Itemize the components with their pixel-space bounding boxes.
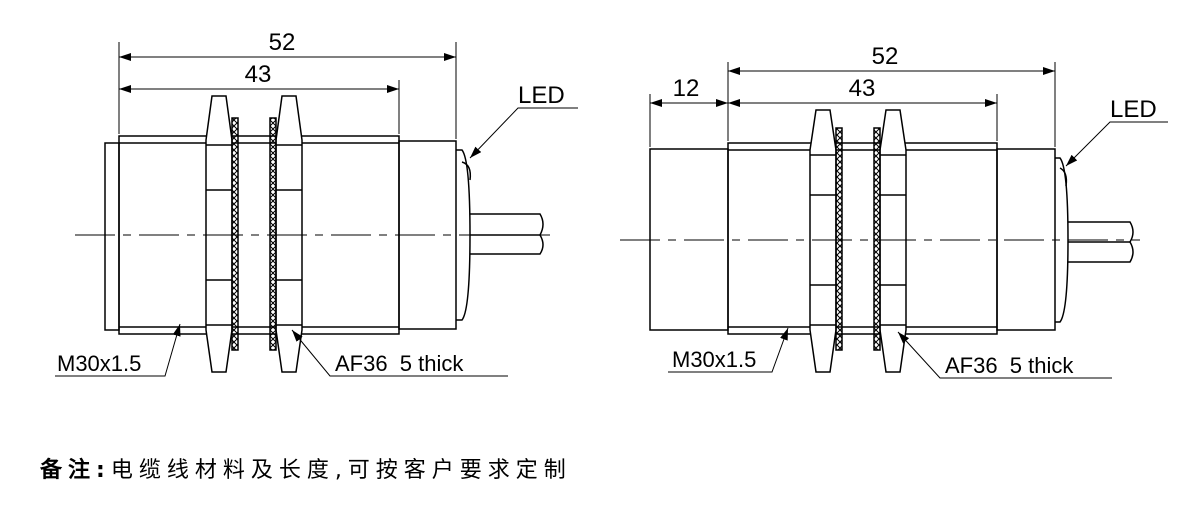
sensor-right-thread-leader: [668, 327, 789, 373]
sensor-right-label-nut: AF36 5 thick: [945, 353, 1074, 378]
sensor-left: [55, 42, 578, 377]
sensor-left-cable: [470, 213, 544, 255]
sensor-left-nut-1: [205, 95, 239, 373]
note-text: 电缆线材料及长度,可按客户要求定制: [110, 458, 572, 483]
sensor-right-led-leader: [1065, 121, 1168, 167]
sensor-left-dim-overall: 52: [269, 29, 296, 56]
sensor-right-label-thread: M30x1.5: [672, 347, 756, 372]
sensor-left-thread-leader: [55, 323, 181, 377]
sensor-right-nut-1: [809, 109, 843, 373]
sensor-right: [620, 62, 1168, 379]
sensor-right-nut-2: [873, 109, 907, 373]
sensor-left-label-nut: AF36 5 thick: [335, 351, 464, 376]
note: 备注:电缆线材料及长度,可按客户要求定制: [40, 452, 572, 484]
sensor-left-nut-leader: [291, 329, 508, 377]
technical-drawing: 52 43 LED M30x1.5 AF36 5 thick: [55, 29, 1168, 379]
sensor-left-label-thread: M30x1.5: [57, 351, 141, 376]
sensor-right-led: [1059, 167, 1068, 187]
sensor-left-led-leader: [469, 107, 578, 159]
sensor-right-dim-head: 12: [673, 75, 700, 102]
sensor-right-label-led: LED: [1110, 96, 1157, 123]
sensor-right-dim-overall: 52: [872, 43, 899, 70]
sensor-right-nut-leader: [897, 331, 1112, 379]
sensor-left-nut-2: [269, 95, 303, 373]
sensor-right-dim-thread: 43: [849, 75, 876, 102]
sensor-right-thread-body: [727, 142, 998, 335]
sensor-left-label-led: LED: [518, 82, 565, 109]
sensor-left-led: [461, 161, 472, 181]
note-label: 备注:: [40, 458, 111, 483]
sensor-left-dim-thread: 43: [245, 61, 272, 88]
sensor-left-front-cap: [104, 142, 120, 331]
